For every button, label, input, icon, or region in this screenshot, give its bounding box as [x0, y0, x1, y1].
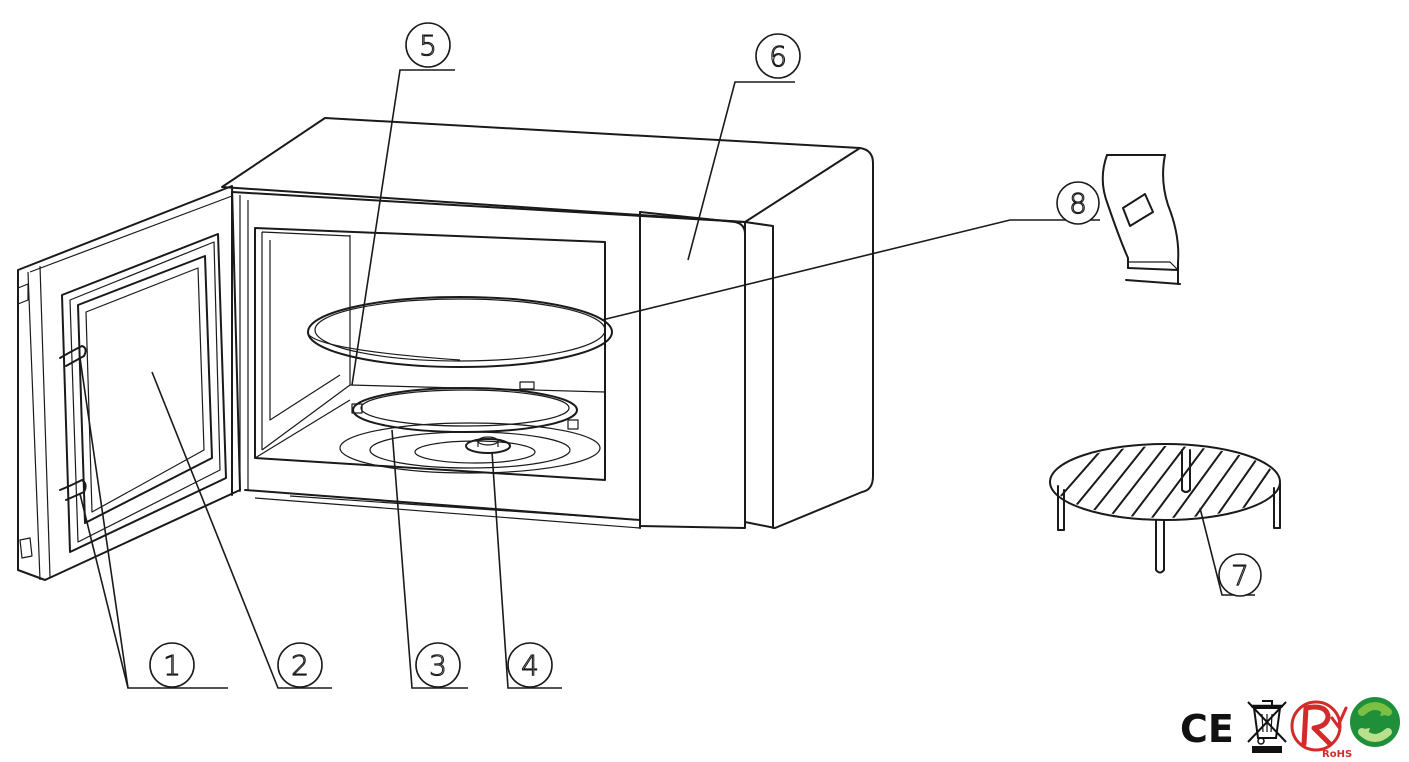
callout-5: 5: [405, 22, 451, 68]
crossed-out-wheelie-bin-icon: [1247, 700, 1287, 753]
roller-ring: [351, 381, 579, 433]
svg-text:8: 8: [1069, 187, 1087, 220]
glass-tray: [307, 296, 613, 368]
waveguide-cover-detail: [1101, 154, 1181, 285]
grill-rack-detail: [1049, 443, 1281, 574]
svg-text:5: 5: [419, 29, 437, 62]
callout-1: 1: [149, 642, 195, 688]
svg-text:6: 6: [769, 40, 787, 73]
rohs-icon: RoHS: [1290, 700, 1352, 760]
turntable-floor-and-coupler: [339, 422, 601, 474]
callout-6: 6: [755, 33, 801, 79]
callout-8: 8: [1056, 181, 1100, 225]
svg-text:1: 1: [163, 649, 181, 682]
callout-7: 7: [1218, 553, 1262, 597]
callouts: 1 2 3 4 5 6 7 8: [149, 22, 1262, 688]
microwave-body: [221, 117, 874, 529]
callout-4: 4: [507, 642, 553, 688]
svg-text:7: 7: [1231, 559, 1249, 592]
ce-mark: CE: [1180, 707, 1234, 751]
leader-lines: [79, 69, 1255, 689]
callout-3: 3: [415, 642, 461, 688]
open-door: [17, 185, 241, 581]
green-dot-recycling-icon: [1350, 697, 1400, 747]
svg-text:4: 4: [521, 649, 539, 682]
svg-text:RoHS: RoHS: [1322, 749, 1352, 760]
svg-text:3: 3: [429, 649, 447, 682]
callout-2: 2: [277, 642, 323, 688]
svg-text:2: 2: [291, 649, 309, 682]
certification-marks: CE RoHS: [1180, 697, 1400, 760]
